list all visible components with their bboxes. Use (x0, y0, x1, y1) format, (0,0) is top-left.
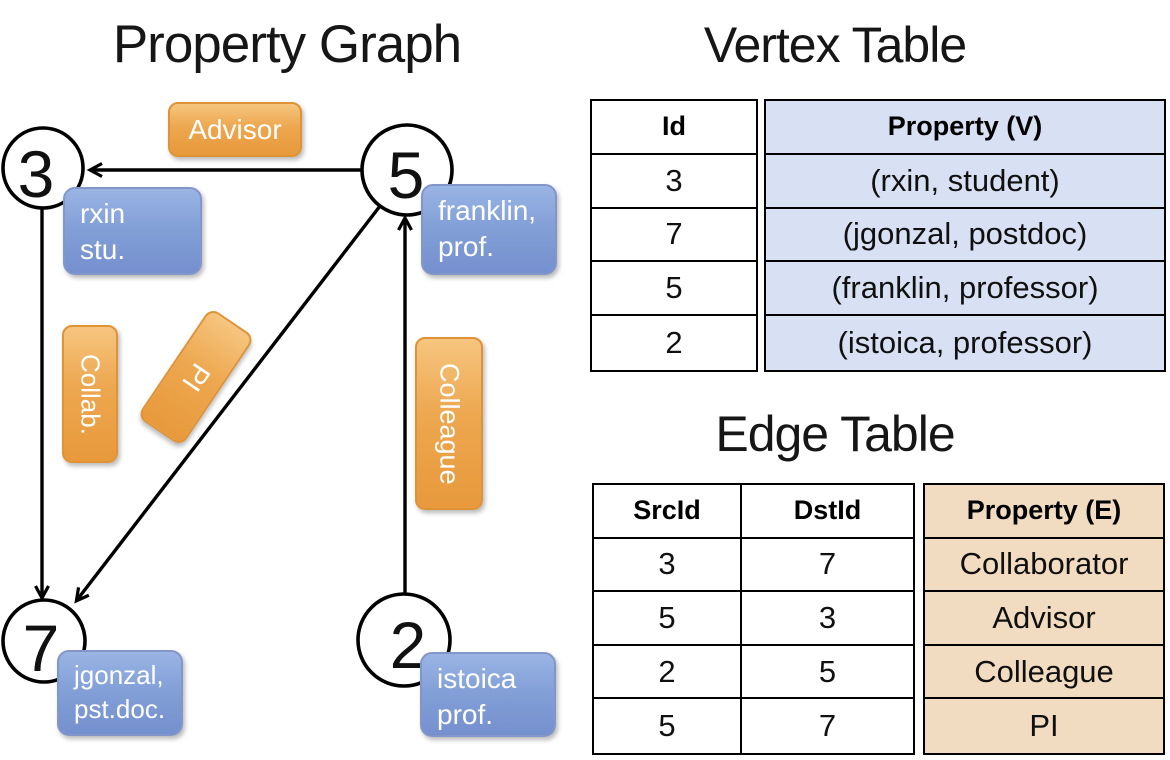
vertex-table-property-cell: (rxin, student) (766, 155, 1164, 209)
vertex-property-3-line2: stu. (80, 234, 126, 266)
edge-label-collab-text: Collab. (75, 353, 106, 435)
vertex-table-id-column: Id 3 7 5 2 (590, 99, 758, 372)
vertex-table-property-cell: (istoica, professor) (837, 325, 1093, 361)
edge-table-property-cell: PI (1029, 708, 1059, 744)
edge-label-colleague-text: Colleague (434, 362, 465, 485)
vertex-table-id-cell: 7 (592, 209, 756, 263)
edge-table-dstid-cell: 7 (818, 708, 837, 744)
vertex-table-header-id: Id (592, 101, 756, 155)
edge-table-property-column: Property (E) Collaborator Advisor Collea… (923, 483, 1165, 755)
vertex-property-2-line2: prof. (437, 699, 494, 731)
edge-table-srcid-cell: 2 (594, 645, 742, 700)
edge-table-id-columns: SrcId DstId 3 7 5 3 2 5 5 7 (592, 483, 915, 755)
vertex-property-3-line1: rxin (80, 198, 126, 229)
edge-table-property-cell: Colleague (925, 646, 1163, 700)
vertex-table-property-column: Property (V) (rxin, student) (jgonzal, p… (764, 99, 1166, 372)
edge-label-colleague: Colleague (415, 337, 483, 510)
edge-line-pi-5-to-7 (74, 204, 382, 604)
edge-table-header-dstid: DstId (742, 485, 913, 539)
edge-table-srcid-cell: 5 (594, 592, 742, 646)
vertex-property-7-line1: jgonzal, (74, 660, 164, 690)
vertex-property-7-line2: pst.doc. (74, 693, 166, 724)
vertex-table-id-cell: 2 (665, 325, 683, 361)
vertex-property-box-3: rxin stu. (63, 187, 202, 275)
edge-table-srcid-cell: 5 (594, 699, 742, 753)
vertex-property-box-2: istoica prof. (420, 652, 556, 737)
vertex-property-5-line1: franklin, (438, 195, 537, 226)
edge-table-header-property: Property (E) (925, 485, 1163, 539)
vertex-table-id-cell: 5 (592, 262, 756, 317)
vertex-table-id-cell: 3 (592, 155, 756, 209)
vertex-property-box-7: jgonzal, pst.doc. (57, 650, 183, 736)
vertex-node-7-id: 7 (23, 611, 60, 685)
edge-label-collab: Collab. (62, 325, 118, 463)
vertex-table-title: Vertex Table (703, 17, 967, 73)
edge-table-dstid-cell: 3 (742, 592, 913, 646)
edge-table-property-cell: Collaborator (925, 539, 1163, 593)
property-graph-title: Property Graph (112, 15, 462, 74)
edge-label-pi-text: PI (176, 357, 217, 397)
vertex-node-5-id: 5 (388, 138, 425, 212)
vertex-property-2-line1: istoica (437, 663, 517, 694)
vertex-node-3-id: 3 (18, 137, 55, 211)
edge-table-title: Edge Table (715, 406, 955, 462)
edge-table-header-srcid: SrcId (594, 485, 742, 539)
edge-table-property-cell: Advisor (925, 592, 1163, 646)
edge-table-srcid-cell: 3 (594, 538, 742, 593)
vertex-property-5-line2: prof. (438, 231, 495, 263)
edge-table-dstid-cell: 7 (742, 539, 913, 593)
vertex-table-property-cell: (jgonzal, postdoc) (766, 209, 1164, 263)
edge-label-advisor-text: Advisor (188, 113, 282, 145)
vertex-table-property-cell: (franklin, professor) (766, 262, 1164, 317)
edge-label-advisor: Advisor (168, 102, 302, 157)
edge-table-dstid-cell: 5 (742, 646, 913, 700)
vertex-property-box-5: franklin, prof. (421, 184, 557, 275)
vertex-table-header-property: Property (V) (766, 101, 1164, 155)
